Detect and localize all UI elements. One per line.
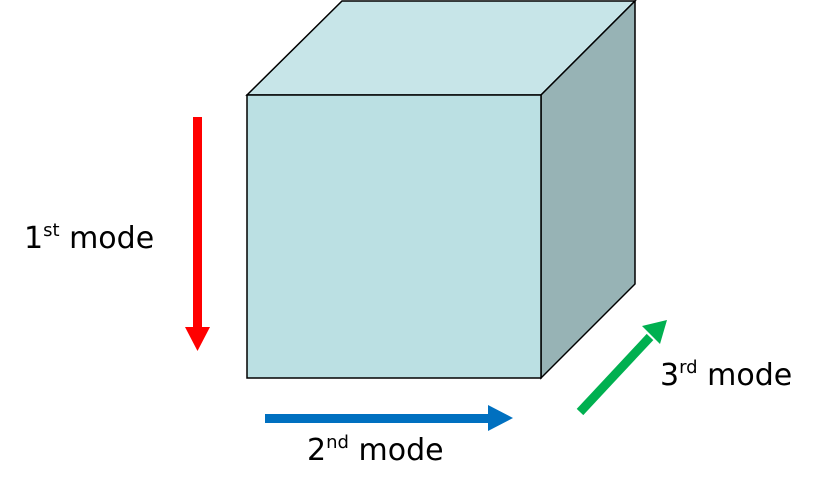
mode2-arrow [265, 405, 513, 431]
mode2-suffix: nd [326, 432, 349, 453]
mode2-number: 2 [307, 433, 327, 468]
mode3-number: 3 [660, 358, 680, 393]
mode1-suffix: st [43, 220, 60, 241]
mode3-suffix: rd [679, 357, 698, 378]
mode2-word: mode [358, 433, 444, 468]
mode1-number: 1 [24, 221, 44, 256]
cube-front-face [246, 94, 542, 379]
mode1-label: 1st mode [24, 221, 155, 256]
mode3-label: 3rd mode [660, 358, 793, 393]
mode3-word: mode [707, 358, 793, 393]
mode1-arrow [185, 117, 210, 351]
mode2-label: 2nd mode [307, 433, 444, 468]
mode3-arrow [576, 320, 667, 416]
mode1-word: mode [69, 221, 155, 256]
